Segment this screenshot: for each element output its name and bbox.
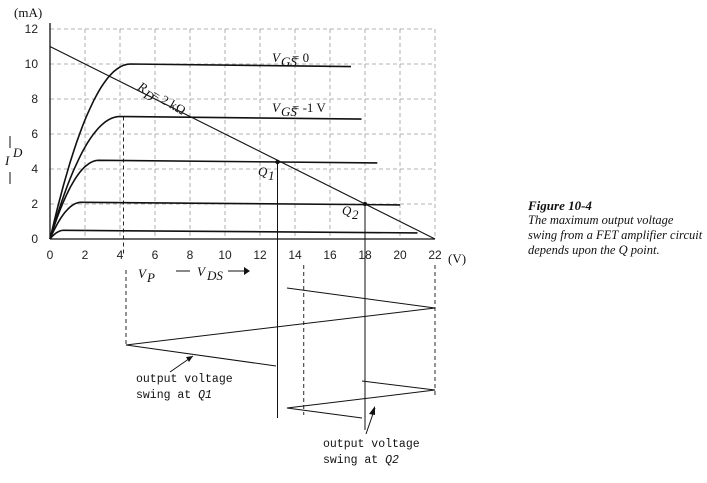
x-unit-label: (V): [448, 251, 466, 266]
x-tick-label: 20: [393, 248, 407, 262]
swing-q2-line2: swing at Q2: [323, 454, 399, 467]
figure-label: Figure 10-4: [528, 198, 592, 213]
swing-q1-line1: output voltage: [136, 373, 233, 386]
q1-label: Q 1: [258, 164, 275, 183]
q1-symbol: Q: [258, 164, 268, 179]
y-tick-label: 0: [31, 232, 38, 246]
swing-q2-annotation: output voltage swing at Q2: [323, 406, 420, 467]
y-tick-label: 6: [31, 127, 38, 141]
x-axis-label: V DS: [176, 264, 250, 283]
swing-q1-line2: swing at Q1: [136, 389, 212, 402]
vgs1-subscript: GS: [281, 104, 297, 119]
vp-symbol: V: [138, 266, 148, 281]
swing-q2-wave: [286, 380, 436, 419]
swing-q1-wave: [125, 287, 436, 367]
load-line: [49, 46, 436, 240]
drain-curve: [49, 229, 418, 240]
q2-symbol: Q: [342, 203, 352, 218]
drain-curve: [49, 159, 378, 240]
vp-subscript: P: [146, 270, 155, 285]
x-tick-label: 10: [218, 248, 232, 262]
y-axis-label: I D: [4, 136, 23, 184]
vgs0-label: V GS = 0: [272, 50, 309, 69]
x-tick-label: 4: [117, 248, 124, 262]
x-tick-label: 6: [152, 248, 159, 262]
vgs1-label: V GS = -1 V: [272, 100, 326, 119]
vgs0-subscript: GS: [281, 54, 297, 69]
rd-label: R D = 2 kΩ: [135, 78, 189, 118]
swing-q1-annotation: output voltage swing at Q1: [136, 355, 233, 402]
drain-curve: [49, 115, 362, 240]
y-unit-label: (mA): [14, 5, 42, 20]
x-tick-label: 12: [253, 248, 267, 262]
drain-curves: [49, 63, 418, 240]
figure-caption: Figure 10-4 The maximum output voltage s…: [528, 198, 703, 258]
swing-q2-pointer-head: [369, 406, 375, 415]
vds-symbol: V: [197, 264, 207, 279]
vgs1-value: = -1 V: [292, 100, 326, 115]
grid: [50, 28, 436, 239]
figure-caption-text: The maximum output voltage swing from a …: [528, 213, 703, 257]
q2-subscript: 2: [352, 207, 359, 222]
x-tick-label: 22: [428, 248, 442, 262]
x-tick-label: 8: [187, 248, 194, 262]
x-tick-label: 14: [288, 248, 302, 262]
x-tick-label: 2: [82, 248, 89, 262]
vp-label: V P: [138, 266, 155, 285]
q1-subscript: 1: [268, 168, 275, 183]
vgs0-symbol: V: [272, 50, 282, 65]
y-tick-label: 8: [31, 92, 38, 106]
drain-curve: [49, 63, 352, 240]
x-label-arrowhead: [244, 267, 250, 275]
vgs0-value: = 0: [292, 50, 309, 65]
y-tick-label: 10: [25, 57, 39, 71]
id-symbol: I: [4, 153, 10, 168]
id-subscript: D: [12, 145, 23, 160]
y-tick-label: 4: [31, 162, 38, 176]
swing-q1-pointer-head: [186, 356, 193, 362]
vgs1-symbol: V: [272, 100, 282, 115]
swing-waveforms: [123, 116, 436, 430]
x-tick-label: 16: [323, 248, 337, 262]
swing-q2-line1: output voltage: [323, 438, 420, 451]
y-tick-label: 2: [31, 197, 38, 211]
y-tick-label: 12: [25, 22, 39, 36]
x-tick-label: 0: [47, 248, 54, 262]
drain-curve: [49, 201, 401, 240]
axes: [49, 23, 435, 240]
vds-subscript: DS: [206, 268, 223, 283]
load-line-group: [49, 46, 436, 240]
q2-label: Q 2: [342, 203, 359, 222]
